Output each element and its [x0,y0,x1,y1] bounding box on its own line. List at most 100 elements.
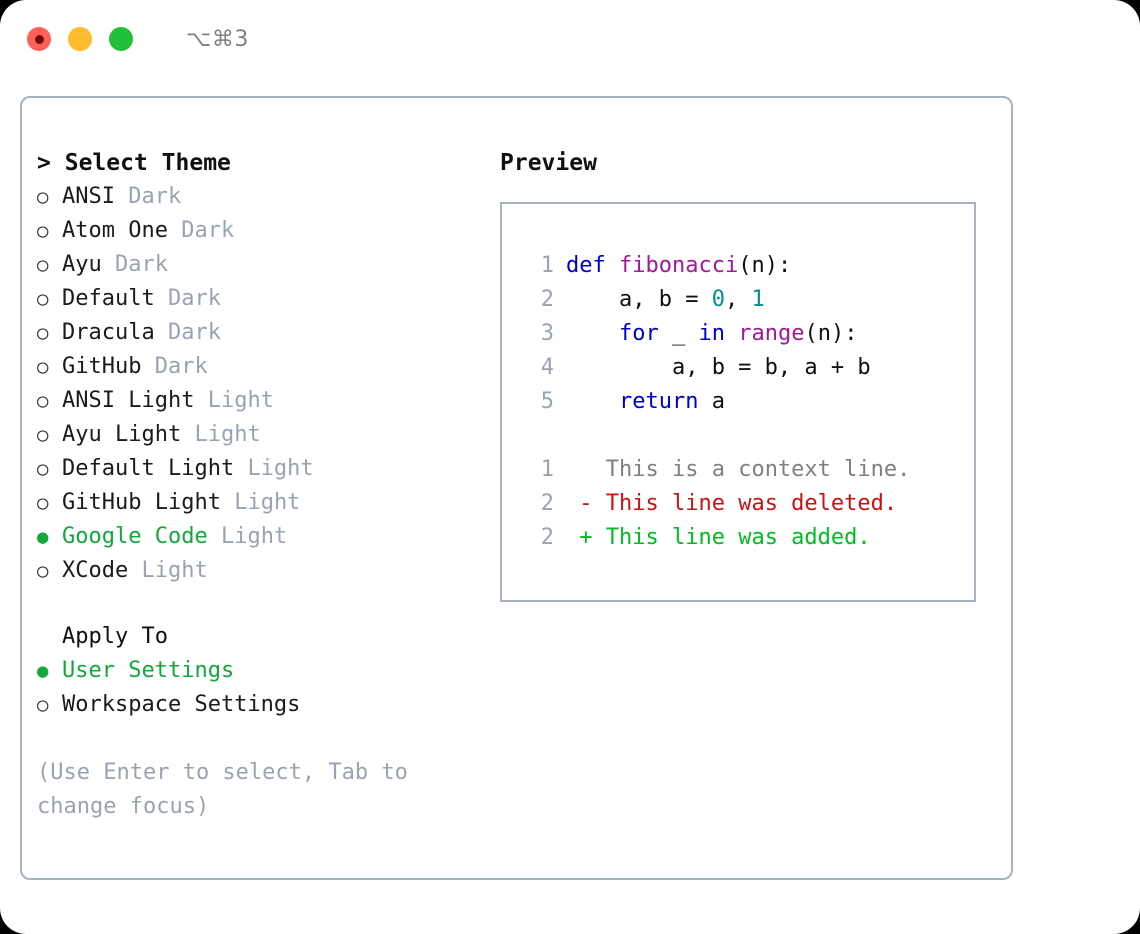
apply-to-option-workspace-settings[interactable]: ○ Workspace Settings [37,688,497,722]
radio-unselected-icon: ○ [37,560,49,582]
diff-content: This is a context line. [605,457,911,482]
code-line-text: return a [566,385,725,419]
code-token-pl: (n): [738,253,792,278]
radio-unselected-icon: ○ [37,254,49,276]
theme-option-space [221,486,234,520]
code-line-text: a, b = b, a + b [566,351,871,385]
code-token-kw: for [618,321,659,346]
line-number: 5 [540,389,554,414]
theme-variant-tag: Dark [115,252,168,277]
theme-option-ayu-light[interactable]: ○ Ayu Light Light [37,418,497,452]
minimize-button-icon[interactable] [68,27,92,51]
theme-variant-tag: Light [194,422,261,447]
theme-variant-tag: Light [247,456,314,481]
code-token-num: 1 [751,287,765,312]
radio-unselected-icon: ○ [37,424,49,446]
theme-variant-tag: Light [234,490,301,515]
code-line: 3 for _ in range(n): [524,317,974,351]
code-token-pl [725,321,738,346]
list-gap-spacer [37,588,497,620]
line-number: 2 [540,287,554,312]
theme-option-ansi-light[interactable]: ○ANSI Light Light [37,384,497,418]
theme-option-label: ANSI Light [62,388,195,413]
select-theme-header: > Select Theme [37,146,497,180]
theme-option-dracula[interactable]: ○Dracula Dark [37,316,497,350]
diff-marker-add: + [566,525,606,550]
theme-option-space [128,554,141,588]
code-token-pl: , [724,287,752,312]
theme-option-label: Google Code [62,524,208,549]
theme-variant-tag: Dark [181,218,235,243]
theme-option-xcode[interactable]: ○ XCode Light [37,554,497,588]
theme-list: ○ANSI Dark○Atom One Dark○Ayu Dark○Defaul… [37,180,497,588]
theme-option-github[interactable]: ○GitHub Dark [37,350,497,384]
theme-picker-dialog: > Select Theme ○ANSI Dark○Atom One Dark○… [20,96,1013,880]
code-line-text: def fibonacci(n): [566,249,791,283]
theme-variant-tag: Dark [167,286,221,311]
apply-to-option-label: Workspace Settings [62,692,301,717]
theme-selection-panel: > Select Theme ○ANSI Dark○Atom One Dark○… [37,146,497,824]
line-number: 4 [540,355,554,380]
theme-variant-tag: Light [207,388,274,413]
close-button-icon[interactable] [27,27,51,51]
preview-title: Preview [500,150,597,176]
theme-option-github-light[interactable]: ○ GitHub Light Light [37,486,497,520]
theme-option-atom-one[interactable]: ○Atom One Dark [37,214,497,248]
apply-to-list: ●User Settings ○ Workspace Settings [37,654,497,722]
theme-option-label: Atom One [62,218,168,243]
radio-unselected-icon: ○ [37,694,49,716]
apply-to-option-user-settings[interactable]: ●User Settings [37,654,497,688]
apply-to-header: Apply To [62,624,168,649]
theme-option-space [181,418,194,452]
theme-option-default[interactable]: ○Default Dark [37,282,497,316]
close-dot-icon [34,34,44,44]
code-token-pl: _ [658,321,699,346]
diff-line-text: This is a context line. [566,453,911,487]
code-line: 1 def fibonacci(n): [524,249,974,283]
code-token-fn: range [738,321,805,346]
theme-option-default-light[interactable]: ○Default Light Light [37,452,497,486]
theme-option-label: Ayu [62,252,102,277]
theme-option-space [194,384,207,418]
code-token-fn: fibonacci [618,253,739,278]
theme-option-ansi[interactable]: ○ANSI Dark [37,180,497,214]
theme-option-label: GitHub Light [62,490,221,515]
diff-marker-del: - [566,491,606,516]
theme-option-label: ANSI [62,184,115,209]
keyboard-shortcut-label: ⌥⌘3 [186,26,249,52]
code-token-pl: a, b = [566,287,712,312]
code-token-pl: (n): [804,321,858,346]
theme-variant-tag: Dark [128,184,182,209]
theme-variant-tag: Light [141,558,208,583]
theme-variant-tag: Light [220,524,288,549]
theme-option-space [115,180,128,214]
theme-option-space [168,214,181,248]
line-number: 2 [540,491,554,516]
theme-variant-tag: Dark [154,354,208,379]
code-token-pl: a, b = b, a + b [566,355,871,380]
theme-option-google-code[interactable]: ●Google Code Light [37,520,497,554]
theme-option-label: XCode [62,558,129,583]
line-number: 1 [540,253,554,278]
code-token-pl [566,321,619,346]
line-number: 1 [540,457,554,482]
theme-option-label: Default [62,286,155,311]
code-line-text: a, b = 0, 1 [566,283,765,317]
code-token-pl [566,389,619,414]
maximize-button-icon[interactable] [109,27,133,51]
radio-unselected-icon: ○ [37,492,49,514]
diff-content: This line was deleted. [605,491,898,516]
radio-unselected-icon: ○ [37,356,49,378]
code-token-kw: def [566,253,619,278]
radio-unselected-icon: ○ [37,458,49,480]
code-line-text: for _ in range(n): [566,317,857,351]
theme-option-space [208,520,221,554]
theme-option-space [155,282,168,316]
theme-option-label: Ayu Light [62,422,182,447]
theme-option-space [141,350,154,384]
theme-option-ayu[interactable]: ○ Ayu Dark [37,248,497,282]
code-line: 2 a, b = 0, 1 [524,283,974,317]
